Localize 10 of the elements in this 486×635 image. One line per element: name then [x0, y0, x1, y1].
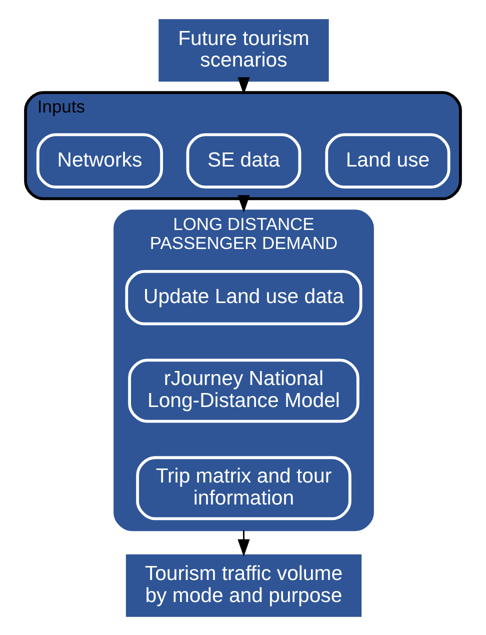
- arrow: [238, 530, 250, 556]
- node-box: Tourism traffic volume by mode and purpose: [126, 554, 362, 616]
- node-box: rJourney National Long-Distance Model: [128, 358, 360, 422]
- node-box: Trip matrix and tour information: [136, 456, 352, 520]
- arrow: [238, 194, 250, 212]
- node-box: SE data: [186, 132, 302, 188]
- node-box: Land use: [325, 132, 450, 188]
- arrow: [238, 76, 250, 94]
- node-box: Update Land use data: [125, 270, 362, 325]
- node-box: Networks: [36, 132, 163, 188]
